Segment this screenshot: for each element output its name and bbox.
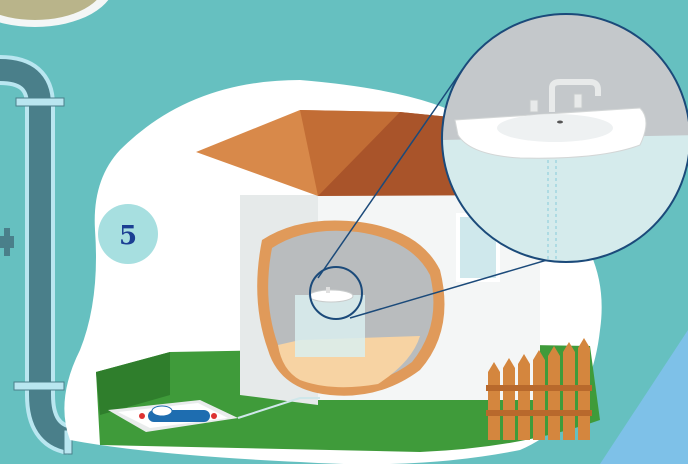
river-strip	[600, 330, 688, 464]
bathroom-cabinet	[295, 295, 365, 357]
step-number: 5	[119, 221, 137, 251]
step-badge: 5	[98, 204, 158, 264]
main-water-pipe	[0, 70, 72, 454]
pipe-valve-icon	[0, 228, 14, 256]
cutaway-interior	[257, 220, 444, 395]
